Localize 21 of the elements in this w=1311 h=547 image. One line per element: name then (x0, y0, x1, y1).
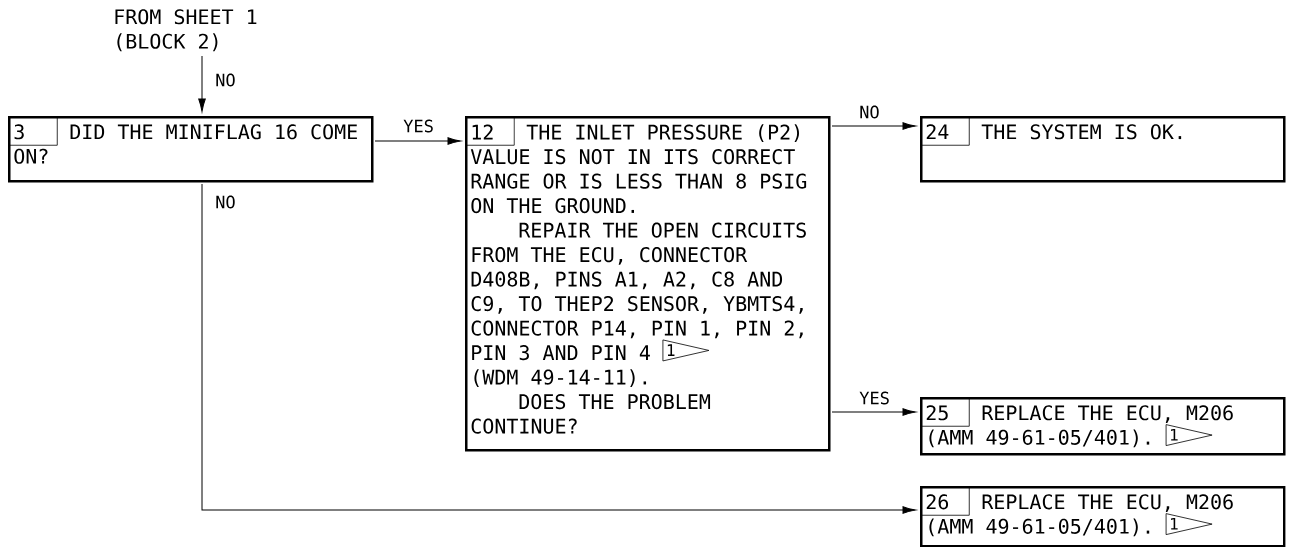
edge-label: NO (858, 104, 881, 120)
step-box: 3 DID THE MINIFLAG 16 COME ON? (8, 116, 374, 183)
step-number: 26 (926, 494, 949, 510)
arrow (831, 122, 916, 130)
arrow (201, 183, 916, 514)
step-number: 12 (472, 124, 493, 140)
edge-label: YES (858, 390, 891, 406)
arrow (198, 55, 206, 112)
step-box: 12 THE INLET PRESSURE (P2) VALUE IS NOT IN ITS CORRECT RANGE OR IS LESS THAN 8 PSIG ON THE GROUND. REPAIR THE OPEN CIRCUITS FROM THE ECU, CONNECTOR D408B, PINS A1, A2, C8 AND C9, TO THEP2 SENSOR, YBMTS4, CONNECTOR P14, PIN 1, PIN 2, PIN 3 AND PIN 4 1 (WDM 49-14-11). DOES THE PROBLEM CONTINUE? (465, 116, 831, 452)
step-box: 25 REPLACE THE ECU, M206 (AMM 49-61-05/401). 1 (920, 397, 1286, 456)
edge-label: YES (402, 118, 435, 134)
edge-label: NO (214, 72, 237, 88)
arrow (374, 137, 461, 145)
step-box: 24 THE SYSTEM IS OK. (920, 116, 1286, 183)
step-number: 3 (14, 124, 24, 140)
step-box: 26 REPLACE THE ECU, M206 (AMM 49-61-05/401). 1 (920, 486, 1286, 547)
step-number: 25 (926, 405, 948, 421)
reference-text: FROM SHEET 1 (BLOCK 2) (115, 9, 257, 52)
edge-label: NO (214, 194, 237, 210)
arrow (831, 408, 916, 416)
step-number: 24 (926, 124, 949, 140)
